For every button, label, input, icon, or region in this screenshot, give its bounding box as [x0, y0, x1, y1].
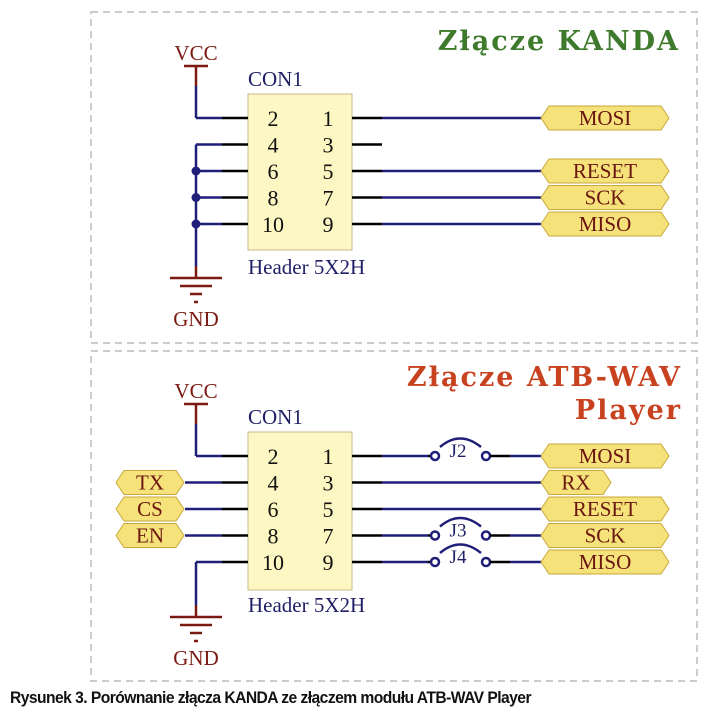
panel-border-atb-wav: [90, 350, 698, 682]
net-label-en: EN: [136, 524, 164, 548]
pin-number-8: 8: [268, 524, 279, 549]
net-label-reset-shape: [540, 158, 670, 184]
pin-number-4: 4: [268, 133, 279, 158]
jumper-arc: [439, 516, 482, 528]
pin-number-3: 3: [323, 133, 334, 158]
pin-number-10: 10: [262, 550, 284, 575]
connector-body: [247, 431, 353, 591]
pin-number-2: 2: [268, 444, 279, 469]
net-label-tx-shape: [115, 470, 185, 495]
pin-number-3: 3: [323, 471, 334, 496]
net-label-reset-shape: [540, 496, 670, 522]
pin-number-1: 1: [323, 106, 334, 131]
junction-dot: [191, 166, 201, 176]
pin-number-1: 1: [323, 444, 334, 469]
connector-part-name: Header 5X2H: [248, 593, 365, 617]
net-label-mosi-shape: [540, 105, 670, 131]
pin-number-5: 5: [323, 497, 334, 522]
pin-number-6: 6: [268, 497, 279, 522]
net-label-sck-shape: [540, 523, 670, 548]
jumper-pad-right: [480, 450, 492, 462]
junction-dot: [191, 219, 201, 229]
vcc-label: VCC: [174, 379, 217, 403]
panel-border-kanda: [90, 11, 698, 344]
connector-part-name: Header 5X2H: [248, 255, 365, 279]
pin-number-5: 5: [323, 159, 334, 184]
jumper-pad-left: [429, 556, 441, 568]
net-label-tx: TX: [136, 471, 164, 495]
jumper-pad-right: [480, 556, 492, 568]
panel-title-kanda: Złącze KANDA: [438, 26, 680, 57]
pin-number-10: 10: [262, 212, 284, 237]
net-label-miso-shape: [540, 549, 670, 575]
panel-title-atb-wav-line1: Złącze ATB-WAV: [407, 362, 682, 393]
jumper-j4-label: J4: [450, 547, 467, 568]
net-label-miso: MISO: [579, 212, 632, 236]
jumper-pad-right: [480, 530, 492, 541]
net-label-sck: SCK: [585, 186, 626, 210]
figure-caption: Rysunek 3. Porównanie złącza KANDA ze zł…: [10, 688, 532, 707]
net-label-cs: CS: [137, 497, 163, 521]
panel-title-atb-wav-line2: Player: [575, 395, 682, 426]
net-label-mosi: MOSI: [579, 106, 632, 130]
jumper-arc: [439, 437, 482, 448]
net-label-sck-shape: [540, 185, 670, 210]
net-label-cs-shape: [115, 496, 185, 522]
connector-designator: CON1: [248, 405, 303, 429]
junction-dot: [191, 193, 201, 202]
net-label-miso: MISO: [579, 550, 632, 574]
net-label-rx: RX: [561, 471, 590, 495]
net-label-reset: RESET: [573, 497, 637, 521]
gnd-label: GND: [173, 646, 219, 670]
net-label-miso-shape: [540, 211, 670, 237]
gnd-label: GND: [173, 307, 219, 331]
net-label-mosi: MOSI: [579, 444, 632, 468]
pin-number-7: 7: [323, 186, 334, 211]
connector-designator: CON1: [248, 67, 303, 91]
pin-number-2: 2: [268, 106, 279, 131]
vcc-label: VCC: [174, 41, 217, 65]
net-label-mosi-shape: [540, 443, 670, 469]
net-label-en-shape: [115, 523, 185, 548]
jumper-j2-label: J2: [450, 441, 467, 462]
net-label-rx-shape: [540, 470, 612, 495]
pin-number-6: 6: [268, 159, 279, 184]
pin-number-9: 9: [323, 212, 334, 237]
jumper-pad-left: [429, 450, 441, 462]
jumper-pad-left: [429, 530, 441, 541]
net-label-sck: SCK: [585, 524, 626, 548]
pin-number-8: 8: [268, 186, 279, 211]
net-label-reset: RESET: [573, 159, 637, 183]
jumper-j3-label: J3: [450, 521, 467, 542]
pin-number-4: 4: [268, 471, 279, 496]
pin-number-7: 7: [323, 524, 334, 549]
pin-number-9: 9: [323, 550, 334, 575]
jumper-arc: [439, 543, 482, 554]
